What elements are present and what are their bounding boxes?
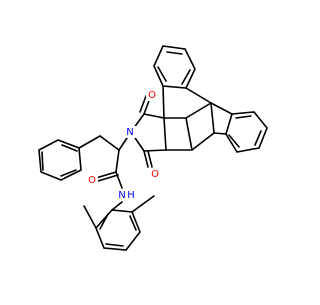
phenyl-ring: [38, 139, 82, 181]
atom-labels: O O N O N H: [86, 89, 161, 201]
hydrogen-label-amide: H: [127, 190, 135, 201]
chemical-structure: O O N O N H: [38, 45, 268, 251]
structure-canvas: O O N O N H: [38, 45, 268, 251]
oxygen-label-top: O: [148, 90, 156, 101]
oxygen-label-amide: O: [88, 175, 96, 186]
oxygen-label-bottom: O: [151, 169, 159, 180]
nitrogen-label-imide: N: [126, 127, 133, 138]
bridge-bonds: [162, 85, 233, 151]
xylyl-ring: [83, 195, 155, 251]
nitrogen-label-amide: N: [118, 190, 125, 201]
